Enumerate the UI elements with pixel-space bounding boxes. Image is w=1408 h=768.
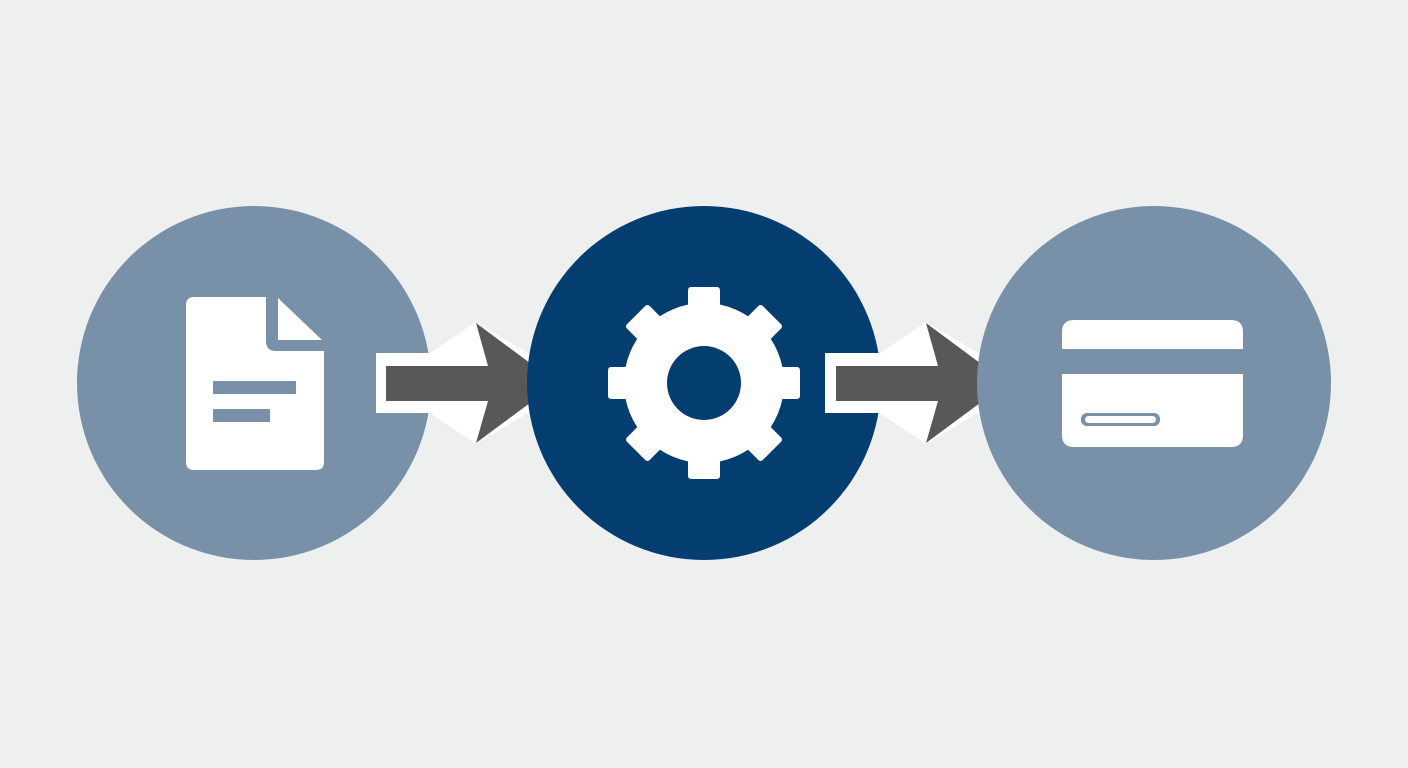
step-credit-card (977, 206, 1331, 560)
arrow-right-icon (386, 323, 557, 443)
step-gear (527, 206, 881, 560)
arrow-right-icon (836, 323, 1007, 443)
connector-arrow-1 (376, 322, 578, 444)
gear-icon (608, 287, 800, 479)
step-document (77, 206, 431, 560)
credit-card-icon (1062, 320, 1243, 447)
document-icon (186, 297, 324, 470)
connector-arrow-2 (825, 322, 1028, 444)
